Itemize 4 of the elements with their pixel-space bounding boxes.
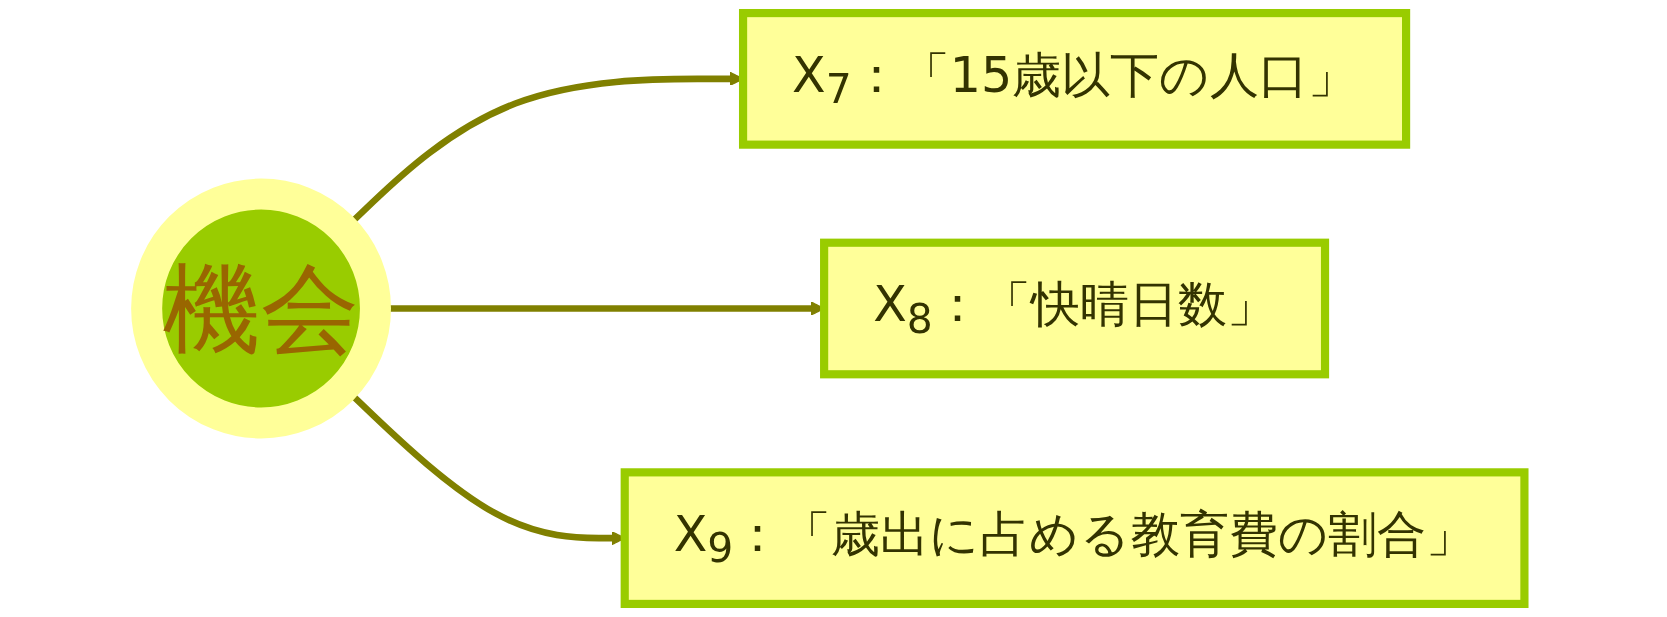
node-circle: 機会: [131, 178, 391, 439]
node-box: X$_{7}$：「15歳以下の人口」: [739, 9, 1411, 149]
node-box: X$_{8}$：「快晴日数」: [820, 238, 1330, 379]
node-box: X$_{9}$：「歳出に占める教育費の割合」: [620, 468, 1529, 608]
